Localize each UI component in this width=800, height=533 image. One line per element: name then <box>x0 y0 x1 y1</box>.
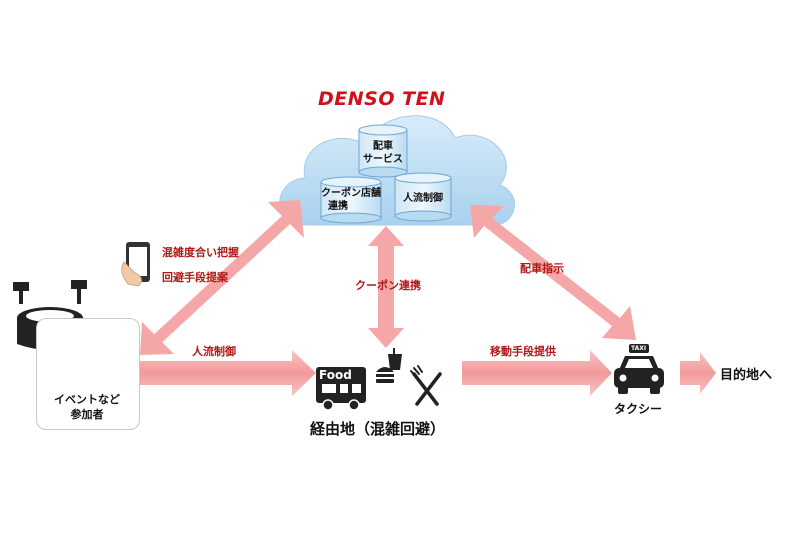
db-cylinder-dispatch <box>358 124 408 178</box>
burger-drink-icon <box>376 348 402 383</box>
arrow-cloud-waypoint <box>368 226 404 348</box>
db-coupon-line1: クーポン店舗 <box>321 188 381 199</box>
label-crowd-control: 人流制御 <box>192 345 236 358</box>
participants-label: イベントなど 参加者 <box>38 392 136 422</box>
db-dispatch-line2: サービス <box>363 154 403 165</box>
label-congestion: 混雑度合い把握 <box>162 246 239 259</box>
participants-line2: 参加者 <box>70 408 104 421</box>
arrow-taxi-destination <box>680 352 716 394</box>
db-cylinder-crowd <box>394 172 452 222</box>
taxi-sign: TAXI <box>631 345 647 352</box>
db-dispatch-label: 配車 サービス <box>360 140 406 166</box>
db-dispatch-line1: 配車 <box>373 141 393 152</box>
waypoint-label: 経由地（混雑回避） <box>310 420 446 438</box>
participants-line1: イベントなど <box>54 393 120 406</box>
db-crowd-label: 人流制御 <box>403 193 443 204</box>
label-transport: 移動手段提供 <box>490 345 556 358</box>
label-alt-route: 回避手段提案 <box>162 271 228 284</box>
taxi-icon <box>614 344 664 394</box>
food-sign: Food <box>319 368 352 382</box>
db-coupon-label: クーポン店舗 連携 <box>318 187 384 213</box>
participants-box <box>36 318 140 430</box>
fork-knife-icon <box>410 365 442 406</box>
arrow-cloud-stadium <box>140 200 304 355</box>
db-cylinder-coupon <box>320 176 382 224</box>
arrow-cloud-taxi <box>470 205 636 340</box>
arrow-waypoint-taxi <box>462 350 612 396</box>
smartphone-icon <box>121 242 150 287</box>
label-coupon: クーポン連携 <box>355 279 421 292</box>
taxi-label: タクシー <box>614 402 663 416</box>
db-coupon-line2: 連携 <box>328 201 348 212</box>
destination-label: 目的地へ <box>720 368 773 383</box>
label-dispatch: 配車指示 <box>520 262 564 275</box>
arrow-stadium-waypoint <box>140 350 316 396</box>
denso-ten-logo: DENSO TEN <box>318 88 446 110</box>
food-truck-icon <box>316 367 366 411</box>
